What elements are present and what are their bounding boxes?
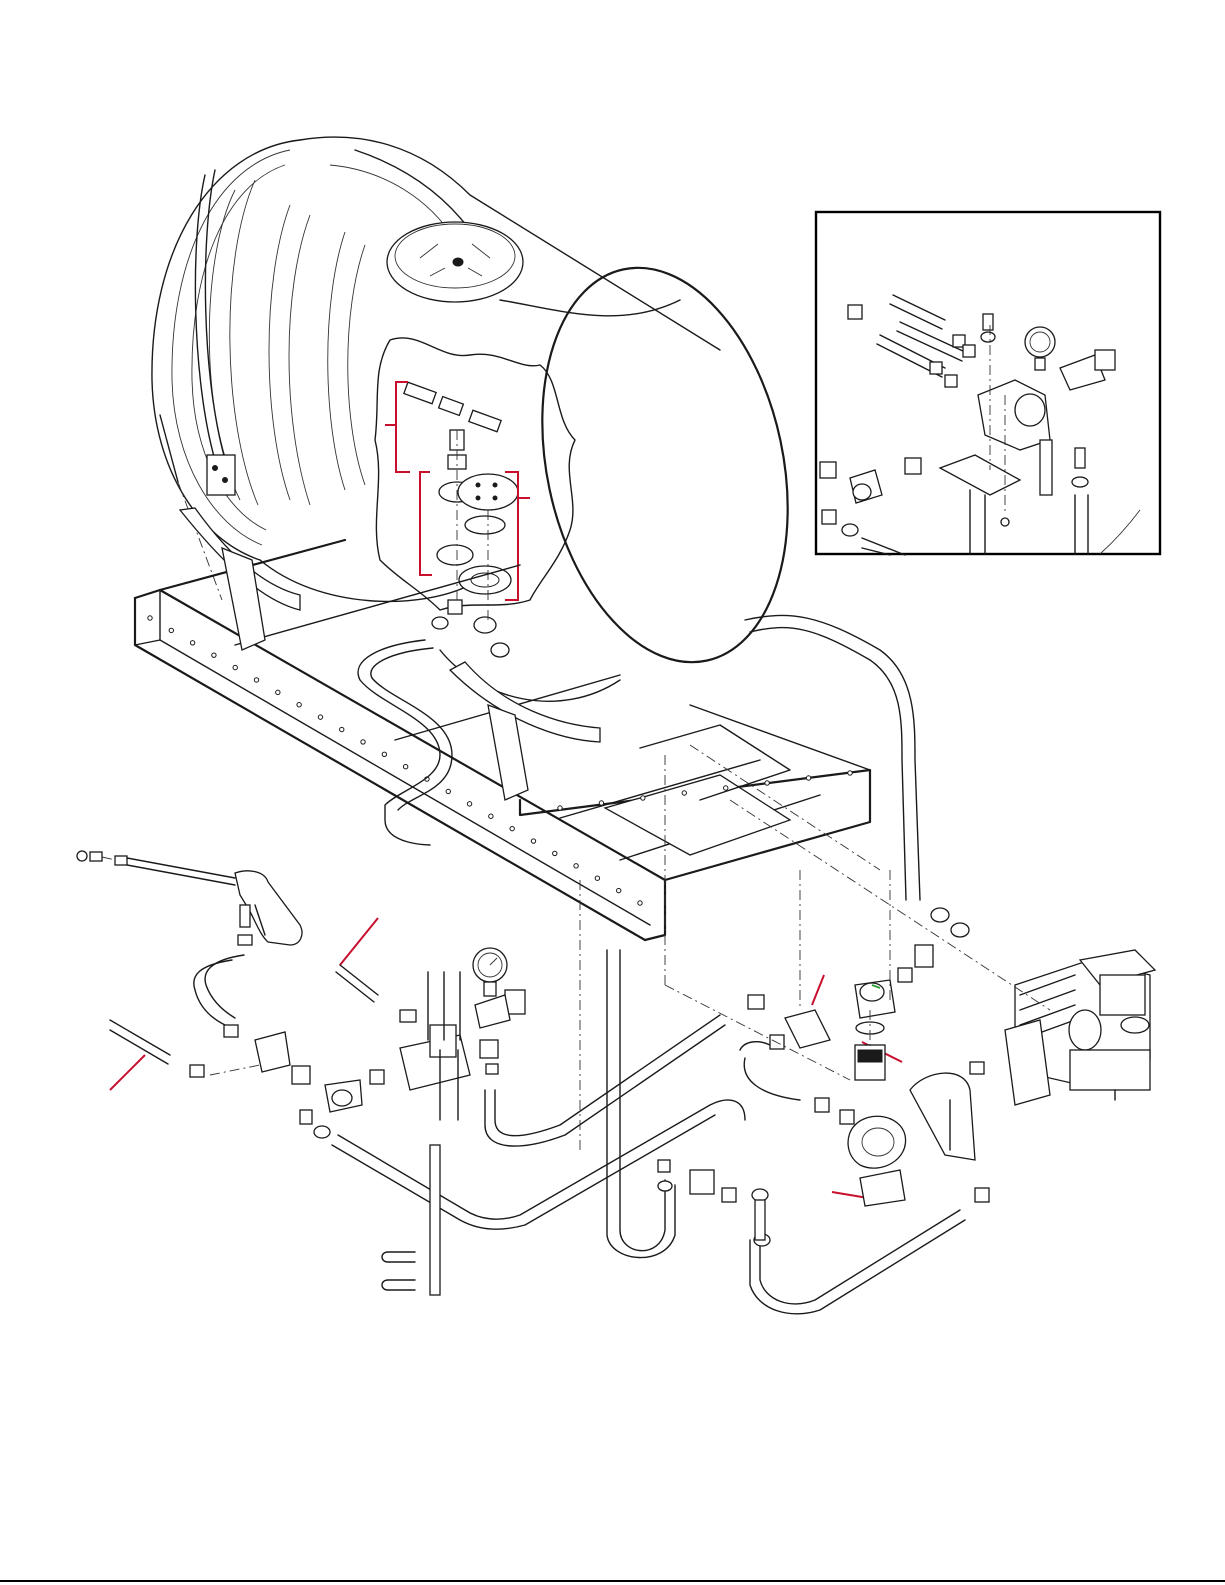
frame-hole [574,864,578,868]
frame-hole [212,653,216,657]
frame-hole [446,789,450,793]
frame-hole [233,665,237,669]
frame-hole [148,616,152,620]
frame-hole [724,786,728,790]
frame-hole [403,764,407,768]
frame-hole [595,876,599,880]
engine [970,950,1155,1105]
frame-hole [190,641,194,645]
frame-hole [553,851,557,855]
frame-hole [531,839,535,843]
detail-inset [816,212,1160,555]
frame-hole [641,796,645,800]
frame-hole [638,901,642,905]
frame-hole [276,690,280,694]
frame-hole [318,715,322,719]
tank-strap [160,170,235,600]
footer-rule [0,1580,1225,1582]
frame-hole [467,802,471,806]
frame-hole [616,888,620,892]
frame-hole [558,806,562,810]
pressure-gauge [473,948,507,996]
frame-hole [340,727,344,731]
frame-hole [682,791,686,795]
frame-hole [848,771,852,775]
spray-gun [77,851,302,945]
frame-hole [361,740,365,744]
frame-hole [254,678,258,682]
u-bolts [382,1252,415,1290]
regulator [400,972,525,1120]
frame-hole [599,801,603,805]
frame-hole [806,776,810,780]
valves-left [190,1025,384,1138]
frame-hole [489,814,493,818]
frame-hole [382,752,386,756]
frame-hole [765,781,769,785]
frame-hole [169,628,173,632]
belt-guard [910,1073,975,1160]
frame-hole [510,826,514,830]
frame-hole [297,703,301,707]
strainer [855,945,933,1080]
